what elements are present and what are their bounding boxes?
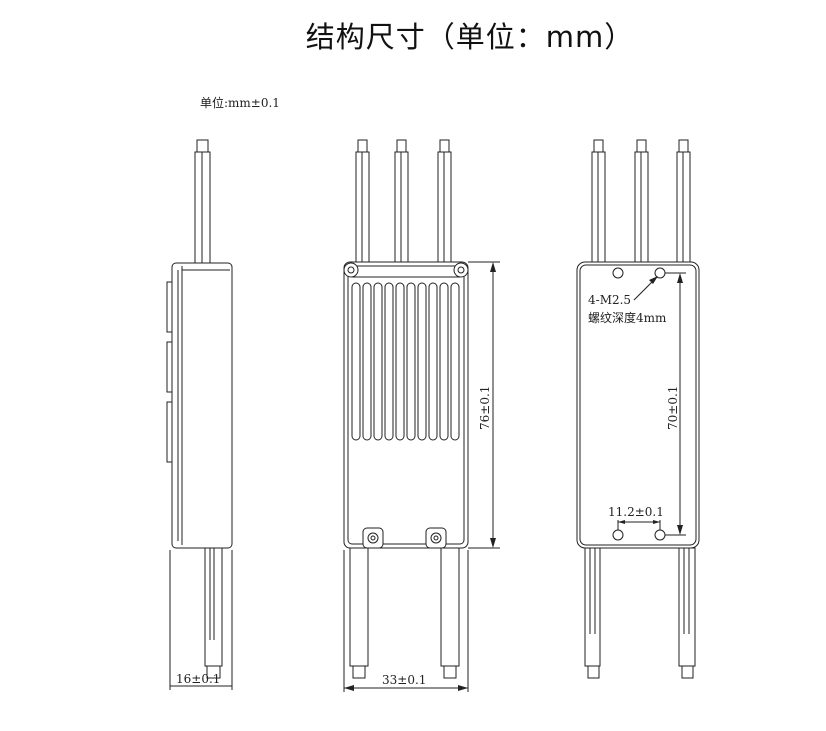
- unit-note: 单位:mm±0.1: [200, 95, 280, 110]
- heatsink-fin: [362, 282, 372, 441]
- dim-hole-spacing-h: 11.2±0.1: [608, 505, 664, 519]
- thread-spec: 4-M2.5: [588, 293, 631, 307]
- thread-depth: 螺纹深度4mm: [588, 310, 667, 325]
- heatsink-fin: [384, 282, 394, 441]
- heatsink-fin: [395, 282, 405, 441]
- front-view: 76±0.1 33±0.1: [343, 139, 500, 692]
- heatsink-fin: [373, 282, 383, 441]
- heatsink-fin: [428, 282, 438, 441]
- back-view: 4-M2.5 螺纹深度4mm 70±0.1 11.2±0.1: [576, 139, 700, 679]
- wire-tip: [678, 139, 689, 153]
- heatsink-fin: [417, 282, 427, 441]
- dim-front-height: 76±0.1: [478, 386, 492, 430]
- side-view: 16±0.1: [166, 139, 233, 690]
- page-title: 结构尺寸（单位：mm）: [305, 20, 635, 54]
- heatsink-fin: [450, 282, 460, 441]
- wire-tip: [593, 139, 604, 153]
- wire-tip: [439, 139, 450, 153]
- wire-tip: [636, 139, 647, 153]
- heatsink-fin: [351, 282, 361, 441]
- wire-tip: [357, 139, 368, 153]
- dim-hole-spacing-v: 70±0.1: [666, 386, 680, 430]
- heatsink-fin: [406, 282, 416, 441]
- wire-tip: [396, 139, 407, 153]
- dim-side-width: 16±0.1: [176, 672, 220, 686]
- heatsink-fin: [439, 282, 449, 441]
- dim-front-width: 33±0.1: [382, 673, 426, 687]
